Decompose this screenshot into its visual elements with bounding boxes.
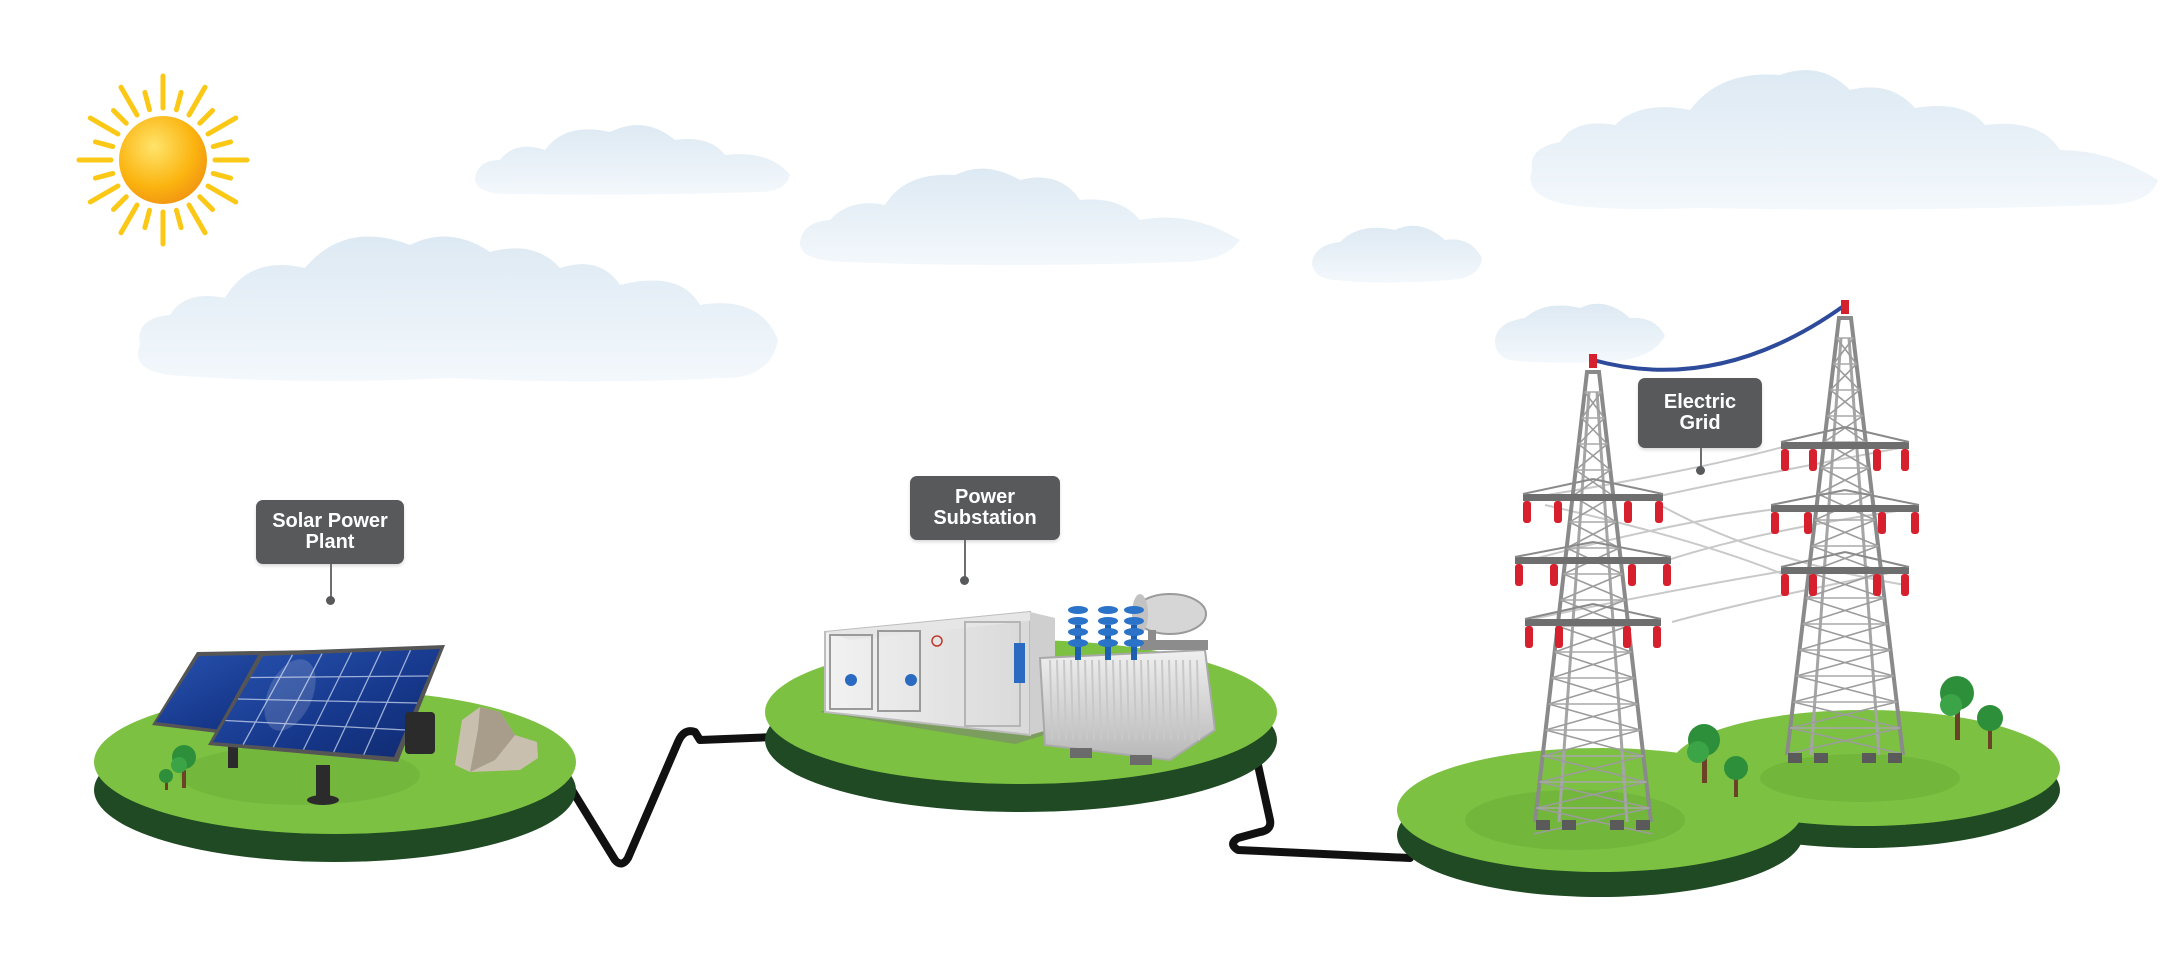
solar-power-plant-label: Solar Power Plant	[256, 500, 404, 564]
label-line: Substation	[933, 507, 1037, 529]
label-line: Plant	[305, 531, 355, 553]
label-pointer	[1700, 448, 1702, 468]
power-substation-label: Power Substation	[910, 476, 1060, 540]
label-line: Grid	[1679, 412, 1721, 434]
solar-panel-icon	[152, 645, 445, 805]
cloud-icon	[1495, 303, 1665, 363]
cloud-icon	[475, 125, 790, 195]
cable-substation-to-grid	[1229, 761, 1414, 862]
label-line: Electric	[1663, 391, 1737, 413]
transmission-tower-icon	[1514, 370, 1672, 835]
transformer-icon	[1038, 593, 1217, 765]
sun-icon	[76, 73, 250, 247]
label-line: Solar Power	[272, 510, 388, 532]
label-pointer	[964, 540, 966, 580]
cloud-icon	[1530, 70, 2158, 210]
label-pointer	[330, 564, 332, 600]
grid-island	[1397, 710, 2060, 897]
cable-solar-to-substation	[568, 727, 779, 868]
tree-icon	[1940, 676, 2003, 749]
cloud-icon	[800, 168, 1240, 265]
tree-icon	[1687, 724, 1748, 797]
rock-icon	[405, 707, 538, 772]
transmission-tower-icon	[1770, 316, 1920, 763]
label-line: Power	[954, 486, 1016, 508]
cloud-icon	[138, 236, 778, 382]
label-pointer-dot	[960, 576, 969, 585]
container-icon	[820, 610, 1060, 744]
tree-icon	[159, 745, 196, 790]
electric-grid-label: Electric Grid	[1638, 378, 1762, 448]
label-pointer-dot	[326, 596, 335, 605]
cloud-icon	[1312, 225, 1482, 283]
overhead-wire	[1589, 300, 1849, 372]
label-pointer-dot	[1696, 466, 1705, 475]
